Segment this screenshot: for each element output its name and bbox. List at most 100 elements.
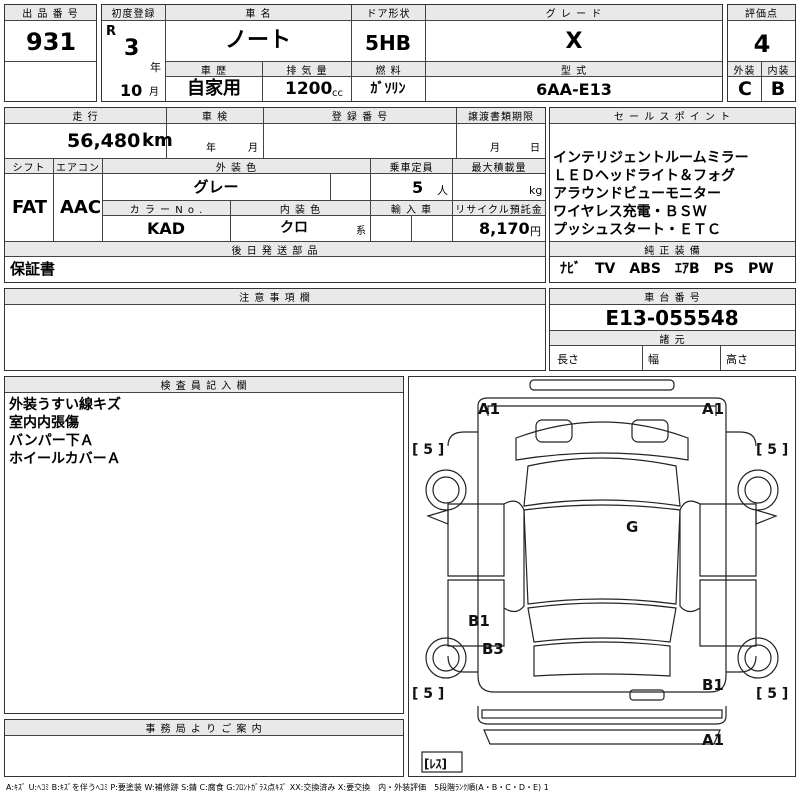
sales-point-item: プッシュスタート・ＥＴＣ bbox=[553, 222, 721, 238]
sales-point-item: アラウンドビューモニター bbox=[553, 186, 721, 202]
transfer-header: 譲渡書類期限 bbox=[457, 108, 545, 123]
damage-label: A1 bbox=[478, 400, 500, 418]
body-outline bbox=[477, 436, 727, 693]
spec-height-label: 高さ bbox=[726, 353, 748, 366]
grade: X bbox=[565, 29, 583, 54]
exterior-header: 外装 bbox=[728, 62, 761, 77]
std-equip-header: 純 正 装 備 bbox=[550, 242, 795, 257]
model-code: 6AA-E13 bbox=[536, 80, 612, 99]
year-unit: 年 bbox=[150, 61, 161, 74]
mileage-header: 走 行 bbox=[5, 108, 166, 123]
aircon-header: エアコン bbox=[54, 159, 102, 174]
capacity-header: 乗車定員 bbox=[371, 159, 452, 174]
hood bbox=[515, 421, 689, 461]
door-header: ドア形状 bbox=[352, 5, 425, 20]
rear-bumper-strip bbox=[629, 689, 665, 701]
sales-point-header: セ ー ル ス ポ イ ン ト bbox=[550, 108, 795, 123]
first-reg-header: 初度登録 bbox=[102, 5, 165, 20]
rear-window bbox=[527, 602, 677, 643]
damage-label: B3 bbox=[482, 640, 504, 658]
inspector-header: 検 査 員 記 入 欄 bbox=[5, 377, 403, 392]
import-header: 輸 入 車 bbox=[371, 201, 452, 216]
month-unit: 月 bbox=[149, 87, 159, 98]
front-bumper bbox=[477, 397, 727, 436]
sales-point-list: インテリジェントルームミラー ＬＥＤヘッドライト＆フォグ アラウンドビューモニタ… bbox=[553, 149, 793, 239]
rear-bumper bbox=[477, 706, 727, 725]
reg-month: 10 bbox=[120, 81, 143, 100]
reg-year: 3 bbox=[124, 36, 140, 61]
inspection-year-unit: 年 bbox=[206, 143, 216, 154]
chassis-number: E13-055548 bbox=[605, 306, 739, 330]
tire-depth-label: [ 5 ] bbox=[756, 442, 788, 458]
fuel-header: 燃 料 bbox=[352, 62, 425, 77]
shift-header: シフト bbox=[5, 159, 53, 174]
interior-grade: B bbox=[770, 78, 786, 100]
score-header: 評価点 bbox=[728, 5, 795, 20]
tire-depth-label: [ 5 ] bbox=[412, 686, 444, 702]
mileage-unit: km bbox=[142, 130, 173, 151]
era: R bbox=[106, 24, 117, 39]
color-no: KAD bbox=[146, 219, 186, 238]
lot-header: 出 品 番 号 bbox=[5, 5, 96, 20]
legend: A:ｷｽﾞ U:ﾍｺﾐ B:ｷｽﾞを伴うﾍｺﾐ P:要塗装 W:補修跡 S:錆 … bbox=[6, 783, 549, 792]
score: 4 bbox=[753, 30, 771, 58]
tire-front-left bbox=[425, 469, 467, 511]
capacity: 5 bbox=[412, 178, 424, 197]
displacement-unit: cc bbox=[332, 88, 343, 99]
damage-label: B1 bbox=[702, 676, 724, 694]
lot-number: 931 bbox=[26, 28, 77, 56]
damage-label: A1 bbox=[702, 400, 724, 418]
car-name-header: 車 名 bbox=[166, 5, 351, 20]
model-header: 型 式 bbox=[426, 62, 722, 77]
later-parts: 保証書 bbox=[10, 260, 56, 278]
door-type: 5HB bbox=[365, 31, 411, 55]
displacement-header: 排 気 量 bbox=[263, 62, 351, 77]
capacity-unit: 人 bbox=[437, 184, 448, 197]
ext-color-header: 外 装 色 bbox=[103, 159, 370, 174]
left-doors bbox=[447, 503, 505, 647]
max-load-unit: kg bbox=[529, 184, 543, 197]
tire-depth-label: [ 5 ] bbox=[756, 686, 788, 702]
inspector-note: 外装うすい線キズ bbox=[9, 397, 121, 413]
damage-label: G bbox=[626, 518, 638, 536]
inspection-month-unit: 月 bbox=[248, 143, 258, 154]
spec-length-label: 長さ bbox=[557, 353, 579, 366]
inspector-box bbox=[4, 376, 404, 714]
notes-header: 注 意 事 項 欄 bbox=[5, 289, 545, 304]
tire-front-right bbox=[737, 469, 779, 511]
mileage: 56,480 bbox=[67, 130, 141, 152]
sales-point-item: ＬＥＤヘッドライト＆フォグ bbox=[553, 168, 735, 184]
recycle-fee: 8,170 bbox=[479, 219, 530, 238]
ext-color: グレー bbox=[193, 178, 239, 196]
std-equipment: ﾅﾋﾞ TV ABS ｴｱB PS PW bbox=[560, 261, 774, 277]
transfer-day-unit: 日 bbox=[530, 143, 540, 154]
spare-tire-box bbox=[421, 751, 463, 773]
sales-point-item: ワイヤレス充電・ＢＳＷ bbox=[553, 204, 707, 220]
reg-no-header: 登 録 番 号 bbox=[264, 108, 456, 123]
spec-width-label: 幅 bbox=[648, 353, 659, 366]
spare-tire-label: [ﾚｽ] bbox=[424, 757, 447, 771]
shift: FAT bbox=[12, 197, 48, 218]
transfer-month-unit: 月 bbox=[490, 143, 500, 154]
sales-point-item: インテリジェントルームミラー bbox=[553, 150, 749, 166]
exterior-grade: C bbox=[738, 78, 752, 100]
later-parts-header: 後 日 発 送 部 品 bbox=[5, 242, 545, 257]
car-diagram: A1 A1 G B1 B3 B1 A1 [ 5 ] [ 5 ] [ 5 ] [ … bbox=[412, 379, 788, 773]
inspector-note: バンパー下Ａ bbox=[9, 433, 94, 449]
recycle-unit: 円 bbox=[530, 225, 541, 238]
tire-depth-label: [ 5 ] bbox=[412, 442, 444, 458]
interior-header: 内装 bbox=[762, 62, 795, 77]
damage-label: A1 bbox=[702, 731, 724, 749]
color-no-header: カ ラ ー N o . bbox=[103, 201, 230, 216]
specs-header: 諸 元 bbox=[550, 331, 795, 346]
damage-label: B1 bbox=[468, 612, 490, 630]
inspector-note: 室内内張傷 bbox=[9, 415, 79, 431]
history: 自家用 bbox=[187, 78, 241, 99]
front-bumper-strip bbox=[529, 379, 675, 391]
displacement: 1200 bbox=[285, 79, 333, 99]
max-load-header: 最大積載量 bbox=[453, 159, 545, 174]
windshield bbox=[523, 457, 681, 507]
right-doors bbox=[699, 503, 757, 647]
inspector-note: ホイールカバーＡ bbox=[9, 451, 121, 467]
recycle-header: リサイクル預託金 bbox=[453, 201, 545, 216]
